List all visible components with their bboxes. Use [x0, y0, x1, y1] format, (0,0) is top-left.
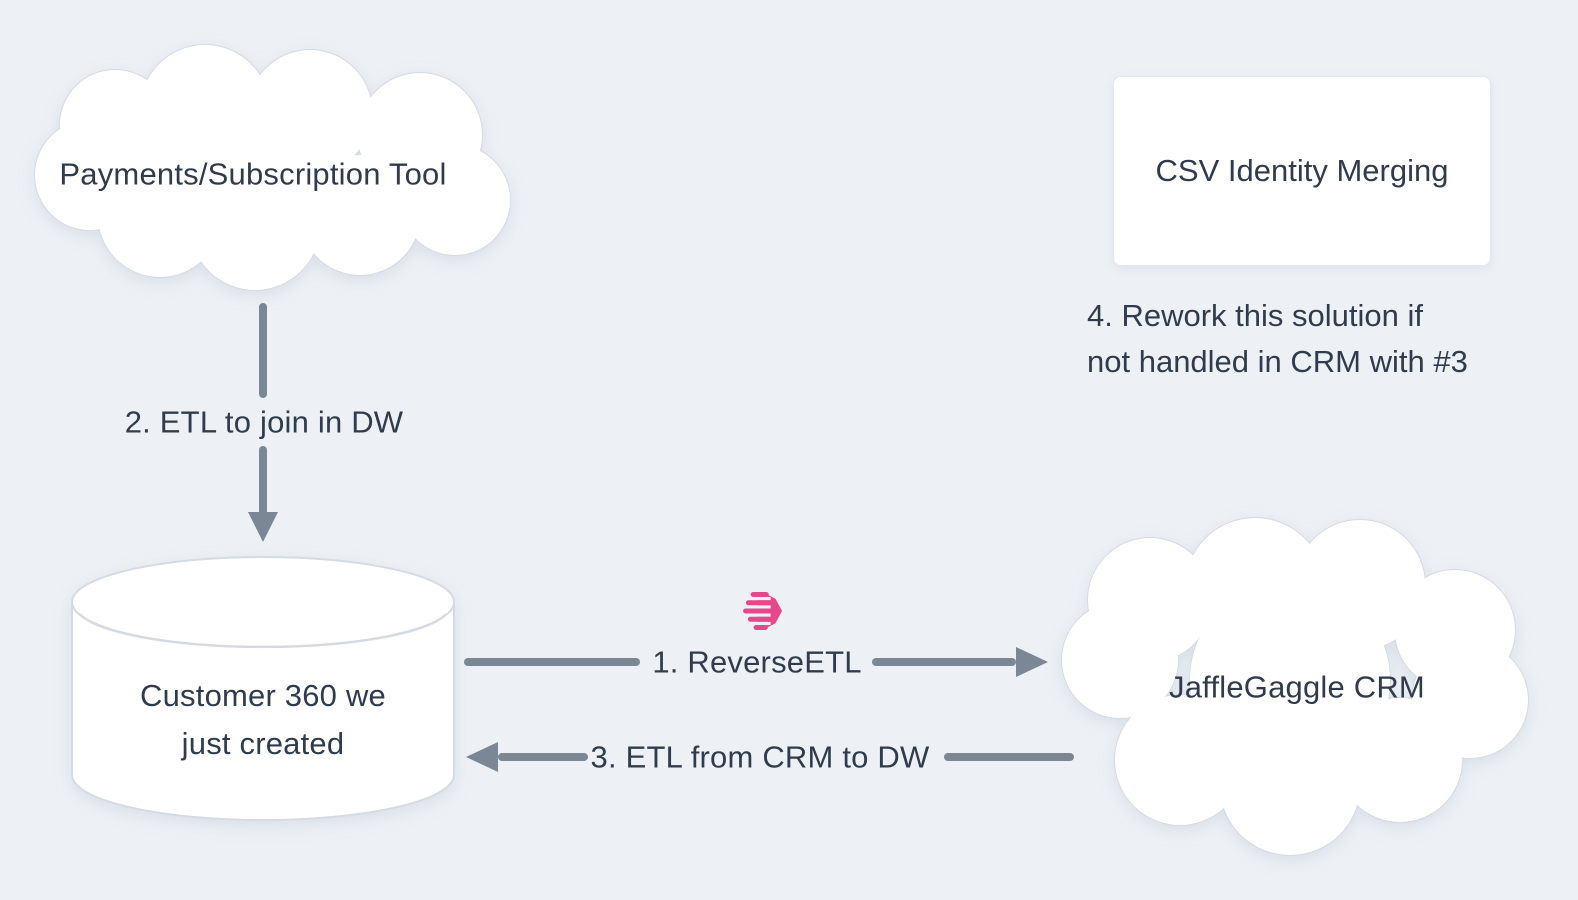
warehouse-label-line-1: Customer 360 we [140, 678, 386, 713]
rework-note-line-2: not handled in CRM with #3 [1087, 344, 1468, 379]
arrowhead-right-icon [1016, 647, 1048, 677]
crm-cloud-label: JaffleGaggle CRM [1169, 669, 1425, 705]
etl-join-label: 2. ETL to join in DW [124, 404, 404, 440]
payments-cloud-shape [34, 44, 511, 291]
rework-note-line-1: 4. Rework this solution if [1087, 298, 1423, 333]
csv-box-label: CSV Identity Merging [1155, 153, 1449, 188]
reverse-etl-arrow [464, 647, 1048, 677]
reverse-etl-label: 1. ReverseETL [652, 644, 862, 680]
crm-cloud-shape [1061, 517, 1529, 856]
arrowhead-left-icon [466, 742, 498, 772]
census-reverse-etl-logo-icon [743, 592, 783, 630]
etl-join-arrow [248, 303, 278, 542]
warehouse-label: Customer 360 we just created [140, 672, 386, 768]
warehouse-cylinder-shape [71, 556, 455, 821]
etl-from-crm-arrow [466, 742, 1074, 772]
warehouse-label-line-2: just created [181, 726, 345, 761]
payments-cloud-label: Payments/Subscription Tool [59, 156, 447, 192]
csv-merging-box: CSV Identity Merging [1113, 76, 1491, 266]
etl-from-crm-label: 3. ETL from CRM to DW [590, 739, 930, 775]
rework-note: 4. Rework this solution if not handled i… [1087, 293, 1468, 385]
arrowhead-down-icon [248, 512, 278, 542]
